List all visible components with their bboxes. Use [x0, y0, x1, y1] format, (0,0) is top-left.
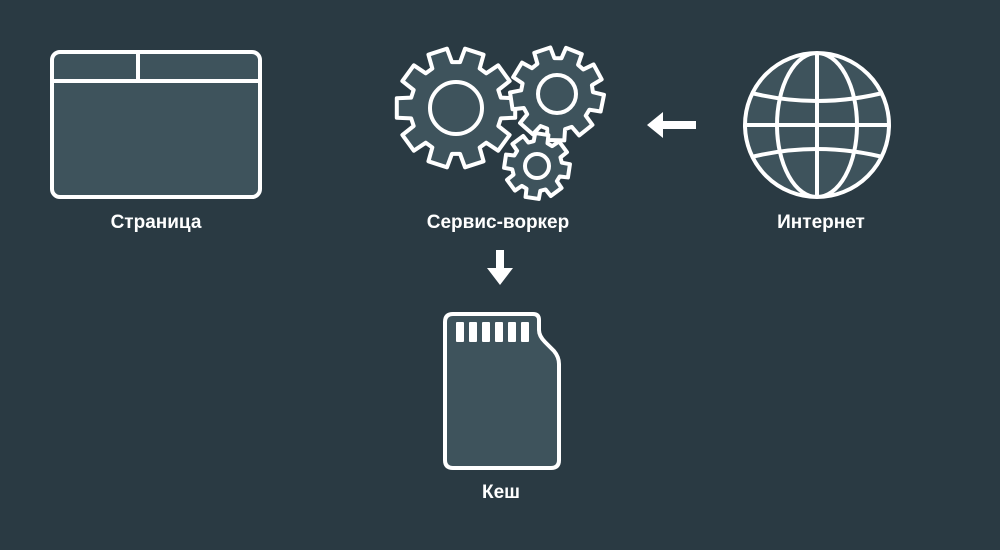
node-label-page: Страница: [110, 212, 202, 233]
node-label-internet: Интернет: [777, 212, 865, 233]
globe-icon: [743, 51, 891, 199]
gear-medium: [508, 45, 606, 143]
gears-icon: [394, 45, 606, 201]
sd-card-icon: [443, 312, 561, 470]
gear-small: [502, 131, 572, 201]
node-label-service-worker: Сервис-воркер: [426, 212, 570, 233]
arrow-down-icon: [487, 250, 513, 285]
node-label-cache: Кеш: [482, 482, 520, 503]
gear-large: [394, 46, 518, 170]
browser-window-icon: [50, 50, 262, 199]
arrow-left-icon: [647, 112, 696, 138]
